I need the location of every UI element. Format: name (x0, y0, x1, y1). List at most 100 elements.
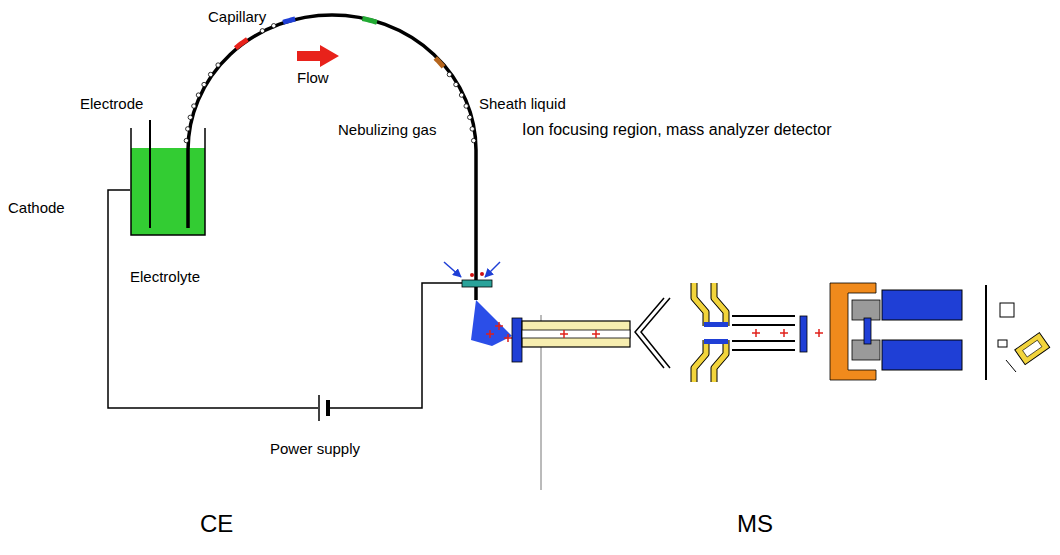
electrospray (507, 334, 509, 342)
nebulizer (462, 280, 492, 287)
analyte-band (362, 18, 376, 22)
ms-inlet (512, 318, 522, 362)
electrospray (489, 330, 491, 338)
lens-plates (714, 283, 726, 326)
capillary-bead (447, 72, 451, 76)
capillary-bead (208, 72, 212, 76)
analyzer-housing (830, 283, 876, 380)
section-title: MS (737, 510, 773, 538)
nebulizer (444, 262, 500, 287)
octopole-rods (732, 316, 807, 352)
lens-plates (704, 339, 728, 344)
nebulizer (485, 262, 500, 277)
lens-plates (704, 322, 728, 327)
skimmer-cone (635, 298, 670, 368)
detector (1015, 333, 1050, 365)
electrolyte-vial (131, 128, 205, 235)
detector (986, 285, 1050, 380)
capillary-bead (184, 138, 188, 142)
electrospray (498, 322, 500, 330)
part-label: Power supply (270, 440, 360, 457)
part-label: Sheath liquid (479, 95, 566, 112)
detector (985, 285, 987, 380)
skimmer-cone (635, 298, 664, 368)
capillary-bead (459, 93, 463, 97)
detector (998, 340, 1007, 347)
capillary-bead (192, 104, 196, 108)
quadrupole-rods (882, 290, 962, 370)
ms-inlet (522, 330, 630, 338)
analyzer-housing (864, 318, 871, 344)
lens-plates (694, 340, 706, 382)
analyte-band (283, 19, 295, 22)
part-label: Ion focusing region, mass analyzer detec… (522, 121, 832, 139)
electrospray (471, 300, 512, 346)
circuit-wire (330, 283, 462, 408)
analyte-band (236, 39, 248, 48)
lens-plates (714, 340, 726, 382)
octopole-rods (732, 315, 795, 317)
analyzer-housing (852, 300, 880, 320)
part-label: Capillary (208, 8, 266, 25)
section-title: CE (200, 510, 233, 538)
battery-symbol (326, 400, 330, 416)
detector (1006, 360, 1016, 372)
part-label: Electrolyte (130, 268, 200, 285)
capillary-bead (272, 24, 276, 28)
capillary-bead (216, 63, 220, 67)
skimmer-cone (641, 298, 670, 368)
capillary-bead (196, 93, 200, 97)
lens-plates (694, 283, 706, 326)
analyzer-housing (830, 283, 880, 380)
ms-inlet (522, 321, 630, 347)
capillary-bead (202, 82, 206, 86)
ion-path (560, 329, 823, 338)
ion-path (783, 329, 785, 337)
quadrupole-rods (882, 340, 962, 370)
electrolyte-vial (131, 148, 205, 235)
capillary-bead (464, 104, 468, 108)
nebulizer (470, 273, 474, 277)
electrospray (486, 322, 512, 342)
ion-path (818, 329, 820, 337)
ms-inlet (512, 315, 630, 490)
flow-arrow (297, 45, 339, 67)
capillary-bead (470, 127, 474, 131)
octopole-rods (732, 340, 795, 342)
electrode (149, 120, 151, 228)
octopole-rods (732, 349, 795, 351)
capillary (188, 15, 476, 300)
nebulizer (480, 272, 484, 276)
ion-path (563, 330, 565, 338)
electrolyte-vial (131, 128, 205, 235)
capillary-bead (260, 29, 264, 33)
capillary-bead (468, 115, 472, 119)
battery-symbol (318, 395, 320, 421)
capillary-bead (471, 138, 475, 142)
capillary-bead (188, 115, 192, 119)
capillary-bead (454, 82, 458, 86)
lens-plates (714, 283, 726, 326)
analyte-band (435, 58, 443, 67)
ion-path (755, 329, 757, 337)
octopole-rods (732, 324, 795, 326)
lens-plates (694, 283, 728, 382)
lens-plates (694, 340, 706, 382)
detector (1023, 340, 1042, 357)
octopole-rods (800, 316, 807, 352)
capillary-bead (186, 127, 190, 131)
capillary-bands (184, 18, 476, 142)
electrospray (471, 300, 512, 346)
nebulizer (444, 262, 461, 277)
part-label: Nebulizing gas (338, 121, 436, 138)
battery-symbol (319, 395, 328, 421)
part-label: Cathode (8, 199, 65, 216)
detector (1000, 303, 1014, 317)
ion-path (595, 330, 597, 338)
part-label: Electrode (80, 95, 143, 112)
lens-plates (714, 340, 726, 382)
quadrupole-rods (882, 290, 962, 320)
part-label: Flow (297, 69, 329, 86)
